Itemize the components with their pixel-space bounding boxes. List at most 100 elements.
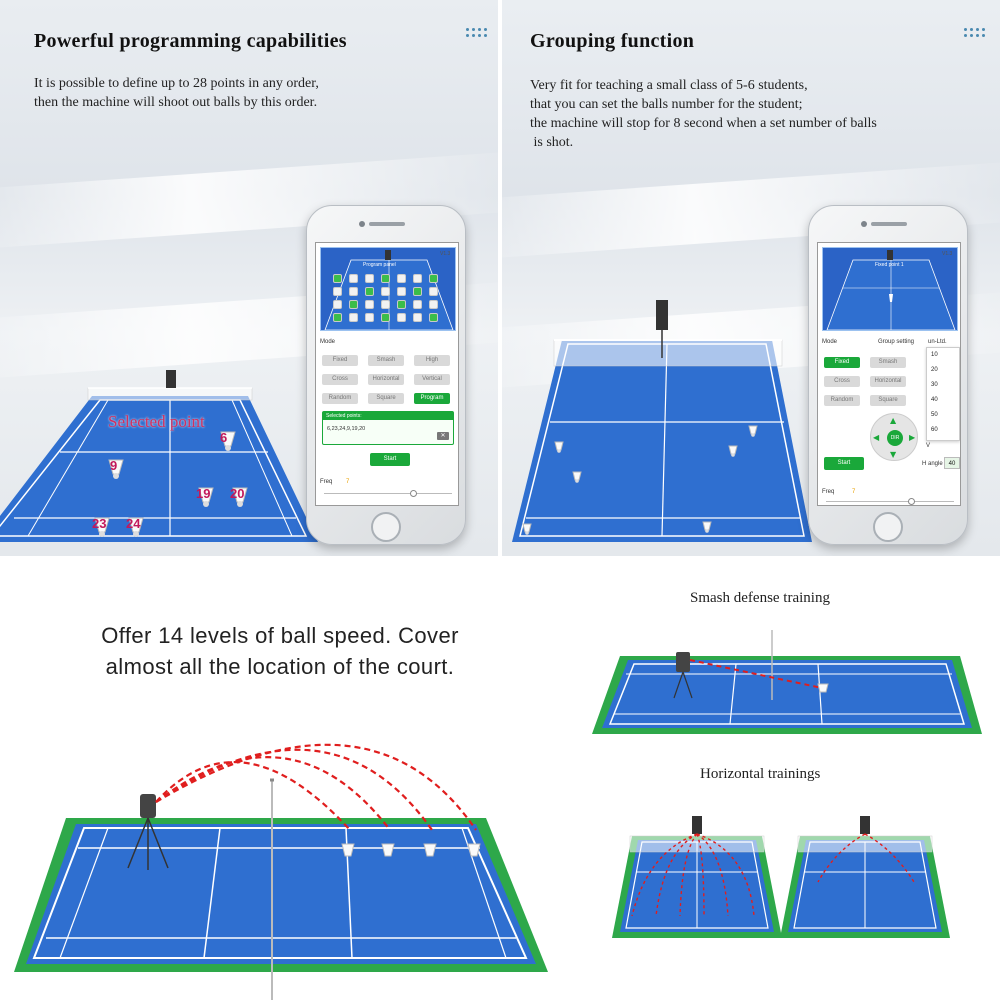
caption-line: almost all the location of the court. — [105, 654, 455, 679]
selected-points-box[interactable]: Selected points: 6,23,24,9,19,20 ✕ — [322, 411, 454, 445]
program-point-marker[interactable] — [413, 300, 422, 309]
program-point-marker[interactable] — [333, 287, 342, 296]
start-button[interactable]: Start — [824, 457, 864, 470]
h-angle-value[interactable]: 40 — [944, 457, 960, 469]
description-line: is shot. — [530, 135, 574, 150]
horizontal-training-court-left — [612, 816, 782, 938]
grid-dots-icon — [964, 28, 985, 40]
description-line: that you can set the balls number for th… — [530, 97, 803, 112]
program-point-marker[interactable] — [429, 274, 438, 283]
mode-cross-button[interactable]: Cross — [824, 376, 860, 387]
shuttlecock — [572, 470, 582, 488]
program-point-marker[interactable] — [333, 313, 342, 322]
program-point-marker[interactable] — [333, 274, 342, 283]
mode-random-button[interactable]: Random — [824, 395, 860, 406]
mode-smash-button[interactable]: Smash — [368, 355, 404, 366]
panel-title: Grouping function — [530, 30, 695, 52]
freq-slider-track[interactable] — [324, 493, 452, 494]
smartphone: Program panel V1.3 Mode Fixed Smash High… — [306, 205, 466, 545]
group-option[interactable]: 40 — [931, 397, 938, 403]
program-point-marker[interactable] — [413, 274, 422, 283]
arrow-down-icon[interactable]: ▼ — [890, 450, 897, 459]
program-panel-court[interactable]: Program panel — [320, 247, 456, 331]
program-point-marker[interactable] — [397, 287, 406, 296]
group-option[interactable]: 60 — [931, 427, 938, 433]
mode-square-button[interactable]: Square — [870, 395, 906, 406]
freq-slider-track[interactable] — [826, 501, 954, 502]
shuttlecock — [554, 440, 564, 458]
freq-label: Freq — [320, 479, 333, 485]
program-point-marker[interactable] — [381, 287, 390, 296]
program-point-marker[interactable] — [429, 300, 438, 309]
mode-horizontal-button[interactable]: Horizontal — [368, 374, 404, 385]
group-option[interactable]: 10 — [931, 352, 938, 358]
program-point-marker[interactable] — [397, 313, 406, 322]
program-point-marker[interactable] — [349, 274, 358, 283]
freq-value: 7 — [852, 489, 856, 495]
direction-pad[interactable]: ▲ ▼ ◀ ▶ DIR — [870, 413, 918, 461]
program-point-marker[interactable] — [413, 287, 422, 296]
program-point-marker[interactable] — [365, 313, 374, 322]
mode-program-button[interactable]: Program — [414, 393, 450, 404]
shuttlecock-point: 20 — [230, 486, 250, 508]
group-setting-value[interactable]: un-Ltd. — [928, 339, 947, 345]
version-label: V1.3 — [942, 251, 953, 257]
shuttlecock-point: 23 — [92, 516, 112, 538]
program-point-marker[interactable] — [381, 313, 390, 322]
program-point-marker[interactable] — [349, 287, 358, 296]
mode-horizontal-button[interactable]: Horizontal — [870, 376, 906, 387]
mode-fixed-button[interactable]: Fixed — [824, 357, 860, 368]
shuttlecock — [728, 444, 738, 462]
backspace-icon[interactable]: ✕ — [437, 432, 449, 440]
selected-points-label: Selected points: — [323, 412, 453, 420]
mode-cross-button[interactable]: Cross — [322, 374, 358, 385]
shuttlecock-point: 24 — [126, 516, 146, 538]
program-point-grid — [331, 272, 447, 328]
ball-speed-panel: Offer 14 levels of ball speed. Cover alm… — [0, 560, 560, 1000]
program-point-marker[interactable] — [333, 300, 342, 309]
horizontal-training-court-right — [780, 816, 950, 938]
arrow-up-icon[interactable]: ▲ — [890, 416, 897, 425]
program-point-marker[interactable] — [397, 274, 406, 283]
group-setting-dropdown[interactable]: 10 20 30 40 50 60 — [926, 347, 960, 441]
freq-slider-knob[interactable] — [410, 490, 417, 497]
program-point-marker[interactable] — [365, 287, 374, 296]
panel-description: Very fit for teaching a small class of 5… — [530, 76, 877, 152]
caption-line: Offer 14 levels of ball speed. Cover — [101, 623, 459, 648]
program-point-marker[interactable] — [429, 313, 438, 322]
fixed-point-court[interactable]: Fixed point 1 — [822, 247, 958, 331]
arrow-left-icon[interactable]: ◀ — [873, 433, 880, 442]
group-option[interactable]: 20 — [931, 367, 938, 373]
mode-label: Mode — [822, 339, 838, 345]
program-point-marker[interactable] — [413, 313, 422, 322]
speaker-grille — [871, 222, 907, 226]
mode-vertical-button[interactable]: Vertical — [414, 374, 450, 385]
speed-caption: Offer 14 levels of ball speed. Cover alm… — [40, 620, 520, 682]
h-angle-label: H angle — [922, 461, 943, 467]
mode-smash-button[interactable]: Smash — [870, 357, 906, 368]
program-point-marker[interactable] — [365, 300, 374, 309]
program-panel-title: Program panel — [363, 262, 396, 268]
program-point-marker[interactable] — [349, 300, 358, 309]
program-point-marker[interactable] — [349, 313, 358, 322]
grouping-panel: Grouping function Very fit for teaching … — [502, 0, 1000, 556]
start-button[interactable]: Start — [370, 453, 410, 466]
mode-square-button[interactable]: Square — [368, 393, 404, 404]
shuttlecock — [748, 424, 758, 442]
program-point-marker[interactable] — [381, 300, 390, 309]
app-screen: Fixed point 1 V1.3 Mode Group setting un… — [817, 242, 961, 506]
camera-icon — [359, 221, 365, 227]
mode-fixed-button[interactable]: Fixed — [322, 355, 358, 366]
program-point-marker[interactable] — [429, 287, 438, 296]
speed-court-illustration — [14, 743, 548, 1000]
group-option[interactable]: 50 — [931, 412, 938, 418]
mode-random-button[interactable]: Random — [322, 393, 358, 404]
dir-center-button[interactable]: DIR — [887, 430, 903, 446]
program-point-marker[interactable] — [365, 274, 374, 283]
group-option[interactable]: 30 — [931, 382, 938, 388]
program-point-marker[interactable] — [381, 274, 390, 283]
freq-slider-knob[interactable] — [908, 498, 915, 505]
arrow-right-icon[interactable]: ▶ — [909, 433, 916, 442]
mode-high-button[interactable]: High — [414, 355, 450, 366]
program-point-marker[interactable] — [397, 300, 406, 309]
